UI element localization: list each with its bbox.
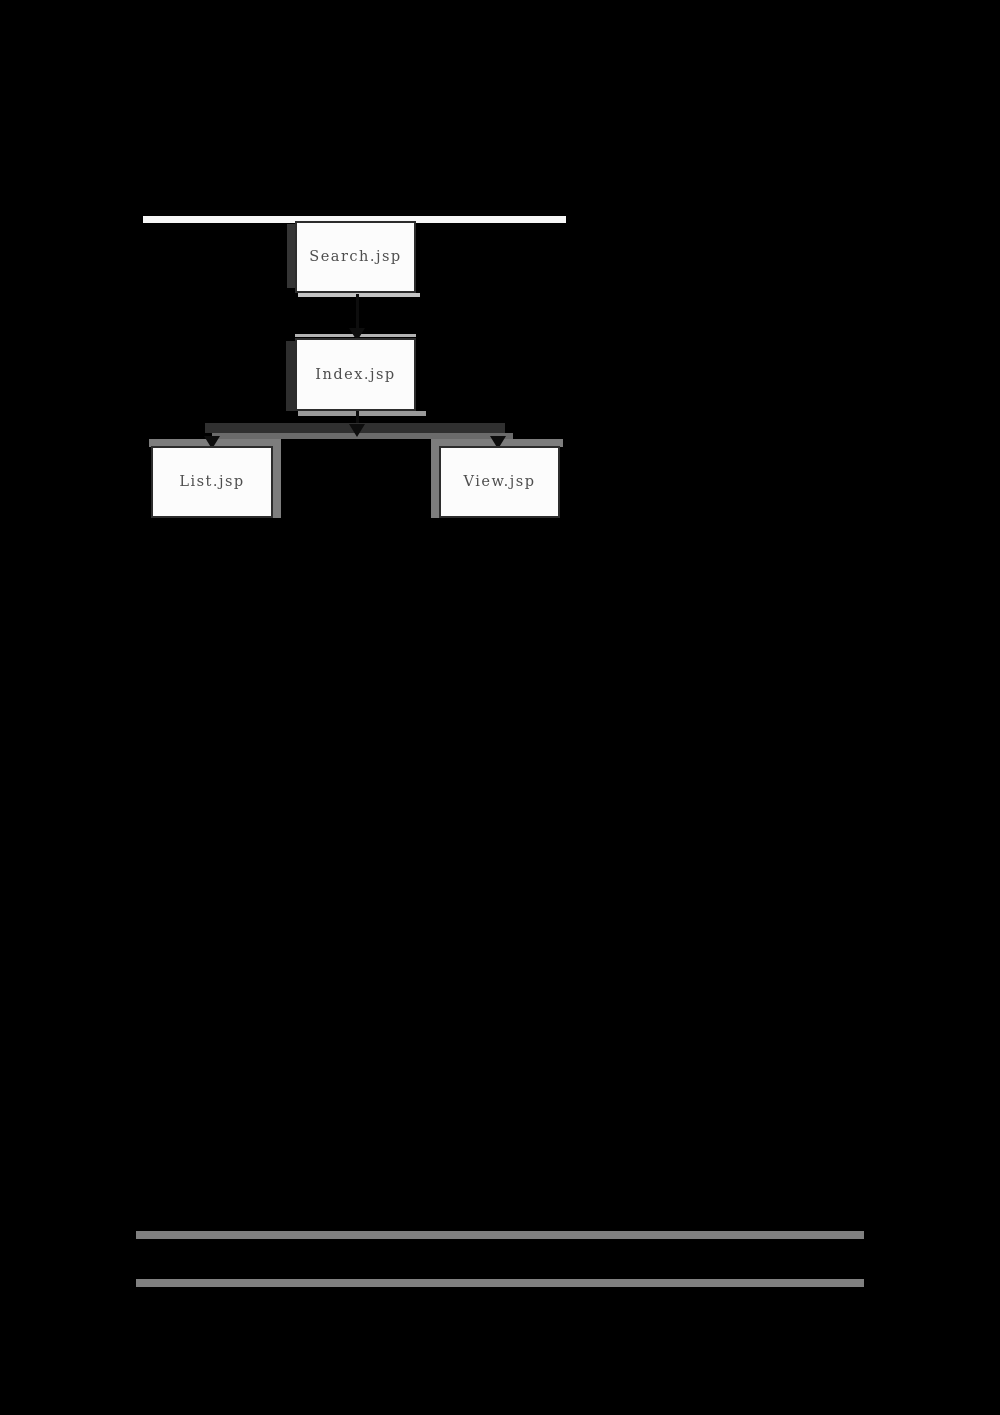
connector-index-to-branch-bar	[356, 411, 359, 425]
node-list-jsp: List.jsp	[151, 446, 273, 518]
footer-rule-2	[136, 1279, 864, 1287]
top-horizontal-rule	[143, 216, 566, 223]
index-node-shadow-left	[286, 341, 295, 411]
node-index-label: Index.jsp	[315, 366, 396, 383]
node-view-jsp: View.jsp	[439, 446, 560, 518]
arrowhead-into-view-icon	[490, 436, 506, 449]
search-node-shadow-bottom	[298, 293, 420, 297]
footer-rule-1	[136, 1231, 864, 1239]
node-search-jsp: Search.jsp	[295, 221, 416, 293]
search-node-shadow-left	[287, 224, 295, 288]
arrowhead-into-index-icon	[349, 328, 365, 341]
node-view-label: View.jsp	[463, 474, 536, 490]
node-search-label: Search.jsp	[309, 249, 402, 265]
index-node-shadow-bottom	[298, 411, 426, 416]
node-list-label: List.jsp	[179, 474, 245, 490]
list-node-shadow-right	[273, 439, 281, 518]
arrowhead-into-list-icon	[204, 436, 220, 449]
view-node-shadow-left	[431, 439, 439, 518]
arrowhead-bar-center-icon	[349, 424, 365, 437]
node-index-jsp: Index.jsp	[295, 338, 416, 411]
connector-search-to-index	[356, 294, 359, 330]
